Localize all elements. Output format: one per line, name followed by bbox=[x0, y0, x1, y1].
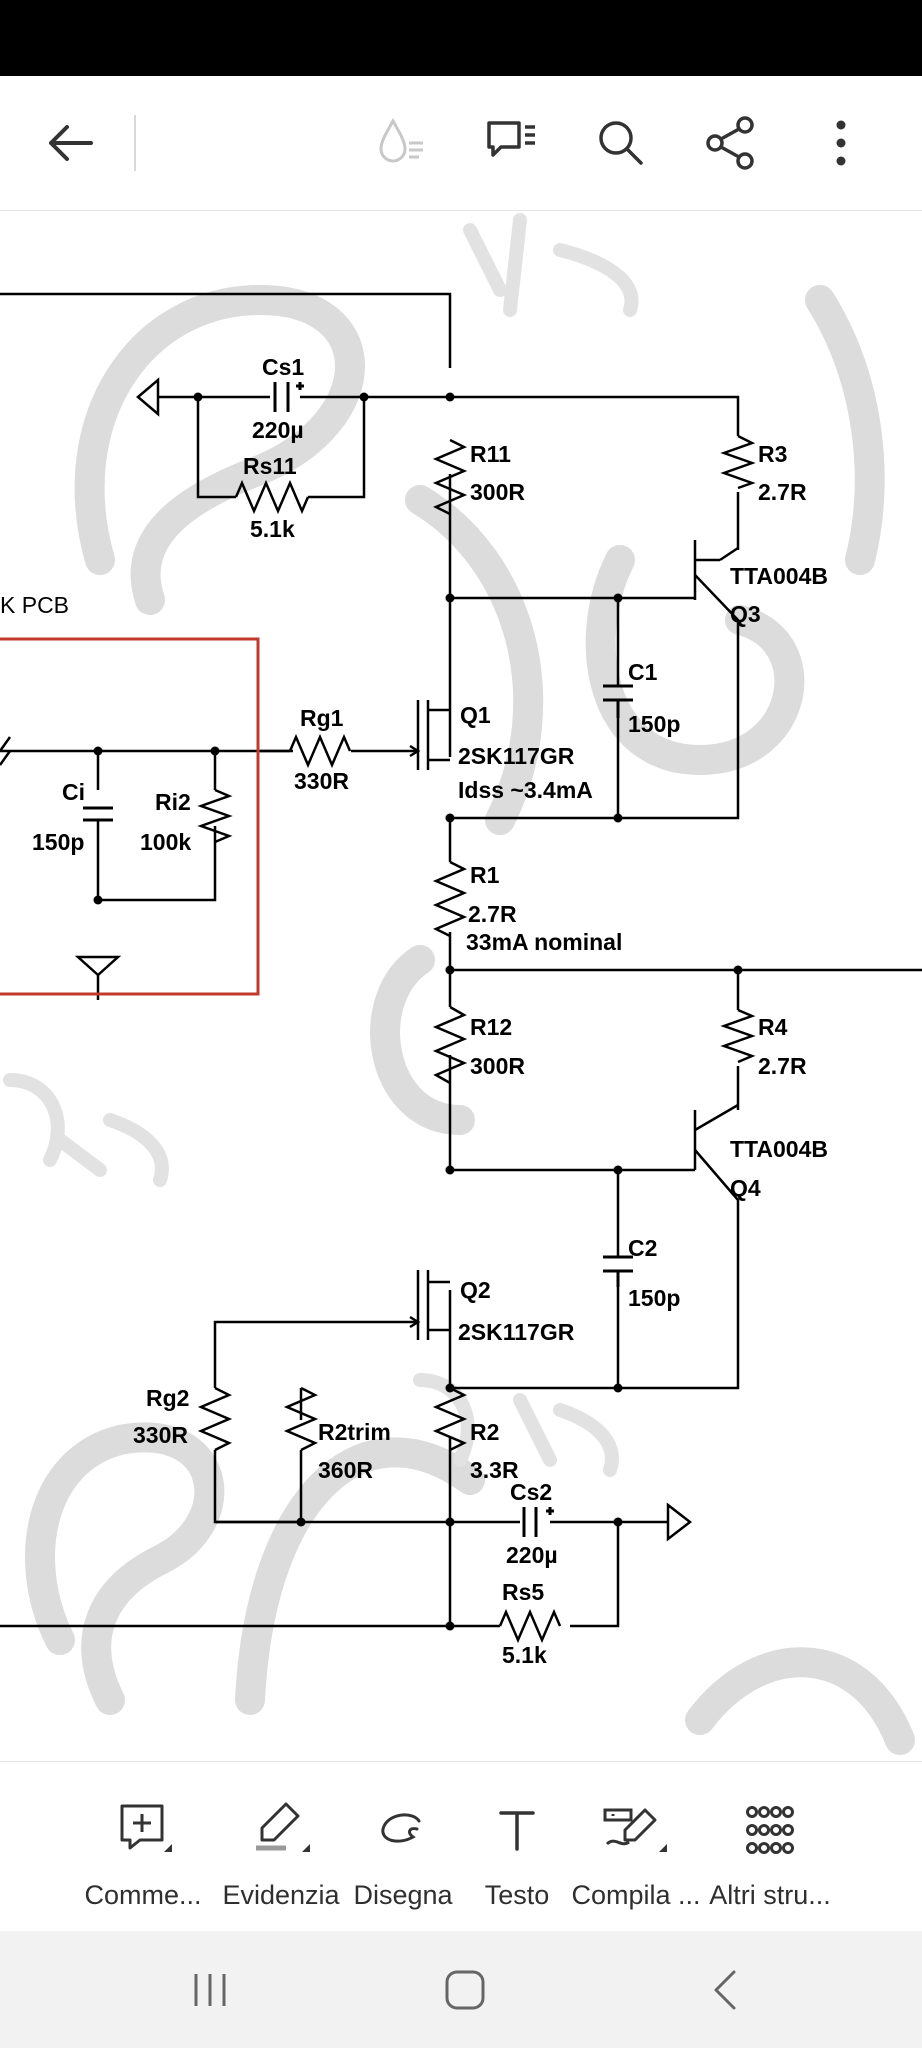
label-r2-val: 3.3R bbox=[470, 1457, 519, 1483]
label-r12: R12 bbox=[470, 1014, 512, 1040]
label-cs1-val: 220µ bbox=[252, 417, 304, 443]
label-r3: R3 bbox=[758, 441, 787, 467]
label-q3: Q3 bbox=[730, 601, 761, 627]
share-icon[interactable] bbox=[696, 76, 766, 210]
tool-label: Testo bbox=[484, 1880, 550, 1910]
label-rg1: Rg1 bbox=[300, 705, 344, 731]
label-r11: R11 bbox=[470, 441, 511, 467]
label-rg1-val: 330R bbox=[294, 768, 349, 794]
supply-symbols bbox=[74, 377, 693, 1542]
tool-draw[interactable]: Disegna bbox=[338, 1762, 468, 1932]
more-tools-grid-icon bbox=[705, 1800, 835, 1860]
tool-label: Comme... bbox=[84, 1880, 202, 1910]
status-bar bbox=[0, 0, 922, 76]
system-navigation-bar bbox=[0, 1931, 922, 2048]
tool-label: Evidenzia bbox=[222, 1880, 340, 1910]
label-rs5-val: 5.1k bbox=[502, 1642, 547, 1668]
watermark-glyphs bbox=[3, 213, 639, 1477]
label-q1-type: 2SK117GR bbox=[458, 743, 575, 769]
tool-more-tools[interactable]: Altri stru... bbox=[705, 1762, 835, 1932]
junctions bbox=[93, 392, 743, 1631]
label-pcb: K PCB bbox=[0, 592, 69, 618]
label-cs2-val: 220µ bbox=[506, 1542, 558, 1568]
label-r4: R4 bbox=[758, 1014, 788, 1040]
label-r1-note: 33mA nominal bbox=[466, 929, 622, 955]
label-cs2: Cs2 bbox=[510, 1479, 552, 1505]
label-r12-val: 300R bbox=[470, 1053, 525, 1079]
reading-mode-icon[interactable] bbox=[366, 76, 436, 210]
pdf-page-view[interactable]: Cs1 220µ Rs11 5.1k R11 300R R3 2.7R TTA0… bbox=[0, 211, 922, 1761]
circuit-schematic: Cs1 220µ Rs11 5.1k R11 300R R3 2.7R TTA0… bbox=[0, 213, 922, 1755]
resistors bbox=[0, 434, 756, 1644]
comments-list-icon[interactable] bbox=[476, 76, 546, 210]
watermark bbox=[25, 284, 915, 1755]
label-q4: Q4 bbox=[730, 1175, 761, 1201]
label-ri2: Ri2 bbox=[155, 789, 191, 815]
tool-label: Altri stru... bbox=[709, 1880, 831, 1910]
back-icon[interactable] bbox=[665, 1931, 785, 2048]
label-r11-val: 300R bbox=[470, 479, 525, 505]
recent-apps-icon[interactable] bbox=[150, 1931, 270, 2048]
back-arrow-icon[interactable] bbox=[30, 76, 110, 210]
highlighter-icon bbox=[216, 1800, 346, 1860]
label-rs11-val: 5.1k bbox=[250, 516, 295, 542]
label-r4-val: 2.7R bbox=[758, 1053, 807, 1079]
tool-highlight[interactable]: Evidenzia bbox=[216, 1762, 346, 1932]
label-rs5: Rs5 bbox=[502, 1579, 544, 1605]
home-icon[interactable] bbox=[405, 1931, 525, 2048]
label-r1: R1 bbox=[470, 862, 500, 888]
label-ri2-val: 100k bbox=[140, 829, 191, 855]
label-ci-val: 150p bbox=[32, 829, 84, 855]
toolbar-divider bbox=[134, 115, 136, 171]
component-labels: Cs1 220µ Rs11 5.1k R11 300R R3 2.7R TTA0… bbox=[0, 354, 828, 1668]
tool-fill-sign[interactable]: Compila ... bbox=[571, 1762, 701, 1932]
fill-sign-icon bbox=[571, 1800, 701, 1860]
text-icon bbox=[452, 1800, 582, 1860]
label-cs1: Cs1 bbox=[262, 354, 304, 380]
label-q3-type: TTA004B bbox=[730, 563, 828, 589]
transistors bbox=[402, 540, 739, 1340]
bottom-toolbar: Comme... Evidenzia Disegna Testo Compila… bbox=[0, 1761, 922, 1932]
label-q2-type: 2SK117GR bbox=[458, 1319, 575, 1345]
label-q2: Q2 bbox=[460, 1277, 491, 1303]
label-rg2: Rg2 bbox=[146, 1385, 189, 1411]
label-c2-val: 150p bbox=[628, 1285, 680, 1311]
tool-comment[interactable]: Comme... bbox=[78, 1762, 208, 1932]
label-r2trim: R2trim bbox=[318, 1419, 391, 1445]
label-r2: R2 bbox=[470, 1419, 499, 1445]
label-c2: C2 bbox=[628, 1235, 657, 1261]
label-r2trim-val: 360R bbox=[318, 1457, 373, 1483]
pcb-boundary bbox=[0, 637, 260, 996]
tool-label: Disegna bbox=[353, 1880, 453, 1910]
label-r1-val: 2.7R bbox=[468, 901, 517, 927]
label-rs11: Rs11 bbox=[243, 453, 297, 479]
draw-icon bbox=[338, 1800, 468, 1860]
tool-text[interactable]: Testo bbox=[452, 1762, 582, 1932]
capacitors bbox=[83, 382, 633, 1537]
label-q1: Q1 bbox=[460, 702, 491, 728]
label-c1-val: 150p bbox=[628, 711, 680, 737]
label-c1: C1 bbox=[628, 659, 658, 685]
tool-label: Compila ... bbox=[571, 1880, 701, 1910]
label-rg2-val: 330R bbox=[133, 1422, 188, 1448]
label-q4-type: TTA004B bbox=[730, 1136, 828, 1162]
label-q1-idss: Idss ~3.4mA bbox=[458, 777, 593, 803]
add-comment-icon bbox=[78, 1800, 208, 1860]
more-options-icon[interactable] bbox=[806, 76, 876, 210]
search-icon[interactable] bbox=[586, 76, 656, 210]
label-r3-val: 2.7R bbox=[758, 479, 807, 505]
top-app-bar bbox=[0, 76, 922, 211]
label-ci: Ci bbox=[62, 779, 85, 805]
